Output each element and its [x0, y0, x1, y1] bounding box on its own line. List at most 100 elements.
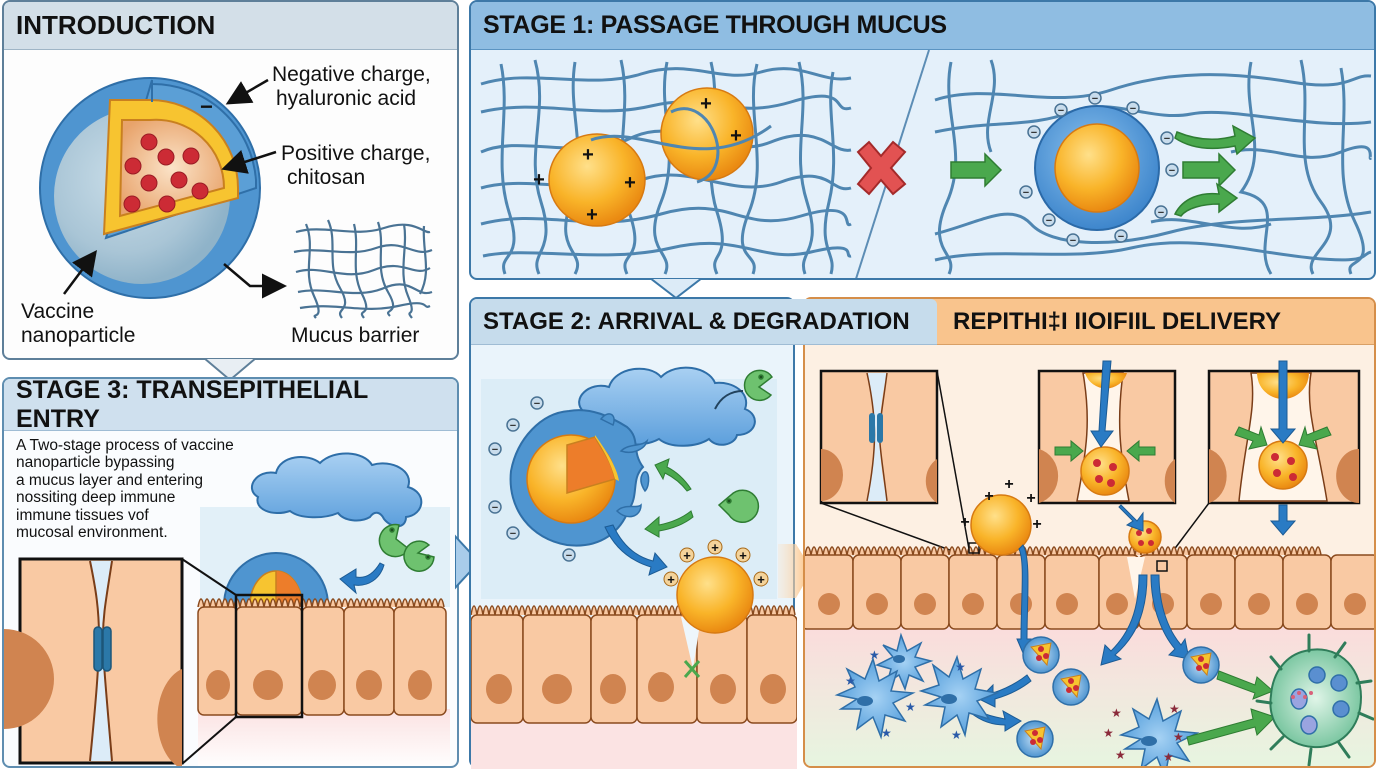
arrow-curve-icon — [1174, 124, 1257, 156]
positive-nanoparticle: + + + + + — [663, 539, 769, 634]
antigen-vesicle-crossing — [1118, 504, 1162, 554]
positive-charge-label: Positive charge, chitosan — [281, 142, 431, 189]
svg-text:★: ★ — [1103, 726, 1114, 740]
stage1-title: STAGE 1: PASSAGE THROUGH MUCUS — [471, 2, 1374, 50]
stage3-pointer — [455, 534, 481, 590]
cytokine-stars: ★★★ ★★★ ★★★★★★ — [845, 648, 1184, 764]
cell-nuclei — [486, 672, 786, 704]
arrow-right-icon — [1182, 152, 1237, 188]
epithelial-layer — [805, 546, 1374, 630]
svg-text:★: ★ — [1115, 748, 1126, 762]
antigen-vesicles — [1016, 636, 1220, 758]
plus-charge: + — [582, 144, 594, 166]
sparse-mucus-mesh — [934, 59, 1373, 275]
plus-charge: + — [730, 125, 742, 147]
dendritic-cell — [834, 656, 916, 740]
vaccine-nanoparticle-cutaway: − — [39, 77, 261, 299]
process-description: A Two-stage process of vaccine nanoparti… — [16, 437, 234, 542]
plus-charge: + — [700, 93, 712, 115]
antigen-particles — [123, 133, 209, 213]
dendritic-cell — [1118, 696, 1200, 766]
svg-text:+: + — [667, 572, 675, 587]
enzyme-pacman-icon — [717, 489, 760, 523]
arrow-curve-icon — [1173, 182, 1239, 217]
epithelial-layer — [197, 598, 447, 716]
shell-fragments — [599, 413, 650, 518]
svg-text:★: ★ — [845, 674, 856, 688]
svg-text:★: ★ — [905, 700, 916, 714]
dendritic-cells — [834, 632, 1200, 766]
svg-text:+: + — [960, 514, 969, 531]
stage1-illustration: + + + + + + — [480, 49, 1373, 278]
svg-text:−: − — [1164, 133, 1170, 145]
svg-text:★: ★ — [1111, 706, 1122, 720]
svg-text:★: ★ — [951, 728, 962, 742]
svg-text:−: − — [492, 444, 498, 456]
stage4-panel: REPITHI‡I IIOIFIIL DELIVERY — [803, 297, 1376, 768]
stage2-title: STAGE 2: ARRIVAL & DEGRADATION — [471, 299, 937, 345]
negative-sign: − — [200, 94, 213, 119]
macrophage-cell — [1255, 633, 1374, 766]
stage1-panel: STAGE 1: PASSAGE THROUGH MUCUS — [469, 0, 1376, 280]
arrow-right-icon — [950, 152, 1003, 188]
stage4-illustration: ++ ++ + — [805, 360, 1374, 766]
negative-charge-label: Negative charge, hyaluronic acid — [272, 63, 431, 110]
svg-text:+: + — [739, 548, 747, 563]
svg-text:★: ★ — [869, 648, 880, 662]
degrading-nanoparticle: −− −− −− — [488, 396, 650, 562]
flow-arrow-icon — [1090, 360, 1114, 448]
plus-charge: + — [624, 172, 636, 194]
svg-text:+: + — [757, 572, 765, 587]
svg-text:−: − — [566, 550, 572, 562]
vaccine-nanoparticle-label: Vaccine nanoparticle — [21, 300, 136, 347]
svg-text:−: − — [1158, 207, 1164, 219]
svg-text:−: − — [1023, 187, 1029, 199]
svg-text:−: − — [1169, 165, 1175, 177]
trapped-positive-nanoparticles: + + + + + + — [533, 87, 772, 227]
flow-arrow-icon — [604, 524, 668, 576]
svg-text:+: + — [711, 540, 719, 555]
flow-arrow-icon — [1016, 544, 1032, 655]
plus-charge: + — [533, 169, 545, 191]
svg-text:−: − — [1031, 127, 1037, 139]
svg-text:−: − — [1118, 231, 1124, 243]
intro-pointer — [202, 358, 258, 382]
introduction-illustration: − — [39, 77, 433, 319]
dendritic-cell — [918, 654, 1000, 738]
mucus-barrier-label: Mucus barrier — [291, 324, 420, 347]
nanoparticle-docking — [222, 552, 330, 606]
positive-nanoparticle: ++ ++ + — [960, 476, 1042, 556]
svg-text:+: + — [1026, 490, 1035, 507]
tight-junction-protein — [93, 626, 103, 672]
cell-nuclei — [206, 670, 432, 700]
svg-text:−: − — [1130, 103, 1136, 115]
label-arrows — [63, 78, 287, 299]
svg-text:−: − — [510, 420, 516, 432]
svg-text:+: + — [683, 548, 691, 563]
dense-mucus-mesh — [480, 59, 852, 275]
svg-text:★: ★ — [955, 660, 966, 674]
svg-text:−: − — [1092, 93, 1098, 105]
mucus-cloud — [251, 452, 423, 528]
enzyme-pacman-icon — [743, 369, 774, 402]
epithelial-layer — [471, 605, 797, 724]
stage2-panel: STAGE 2: ARRIVAL & DEGRADATION — [469, 297, 937, 769]
blocked-x-icon — [856, 140, 907, 196]
svg-text:−: − — [1046, 215, 1052, 227]
svg-text:−: − — [1058, 105, 1064, 117]
svg-text:+: + — [1004, 476, 1013, 493]
flow-arrow-icon — [339, 562, 385, 595]
svg-text:−: − — [492, 502, 498, 514]
svg-text:−: − — [1070, 235, 1076, 247]
stage2-illustration: −− −− −− — [471, 366, 797, 769]
svg-text:★: ★ — [1163, 750, 1174, 764]
negative-charges — [488, 396, 576, 562]
enzyme-pacman-icon — [403, 540, 435, 572]
tight-junction-inset-open — [1207, 360, 1361, 536]
plus-charge: + — [586, 204, 598, 226]
enzyme-icons — [378, 523, 435, 572]
svg-text:+: + — [1032, 516, 1041, 533]
svg-text:★: ★ — [1169, 702, 1180, 716]
tight-junction-protein — [102, 626, 112, 672]
mucus-penetrating-nanoparticle: − − − − − − − − − − − — [1019, 91, 1179, 247]
